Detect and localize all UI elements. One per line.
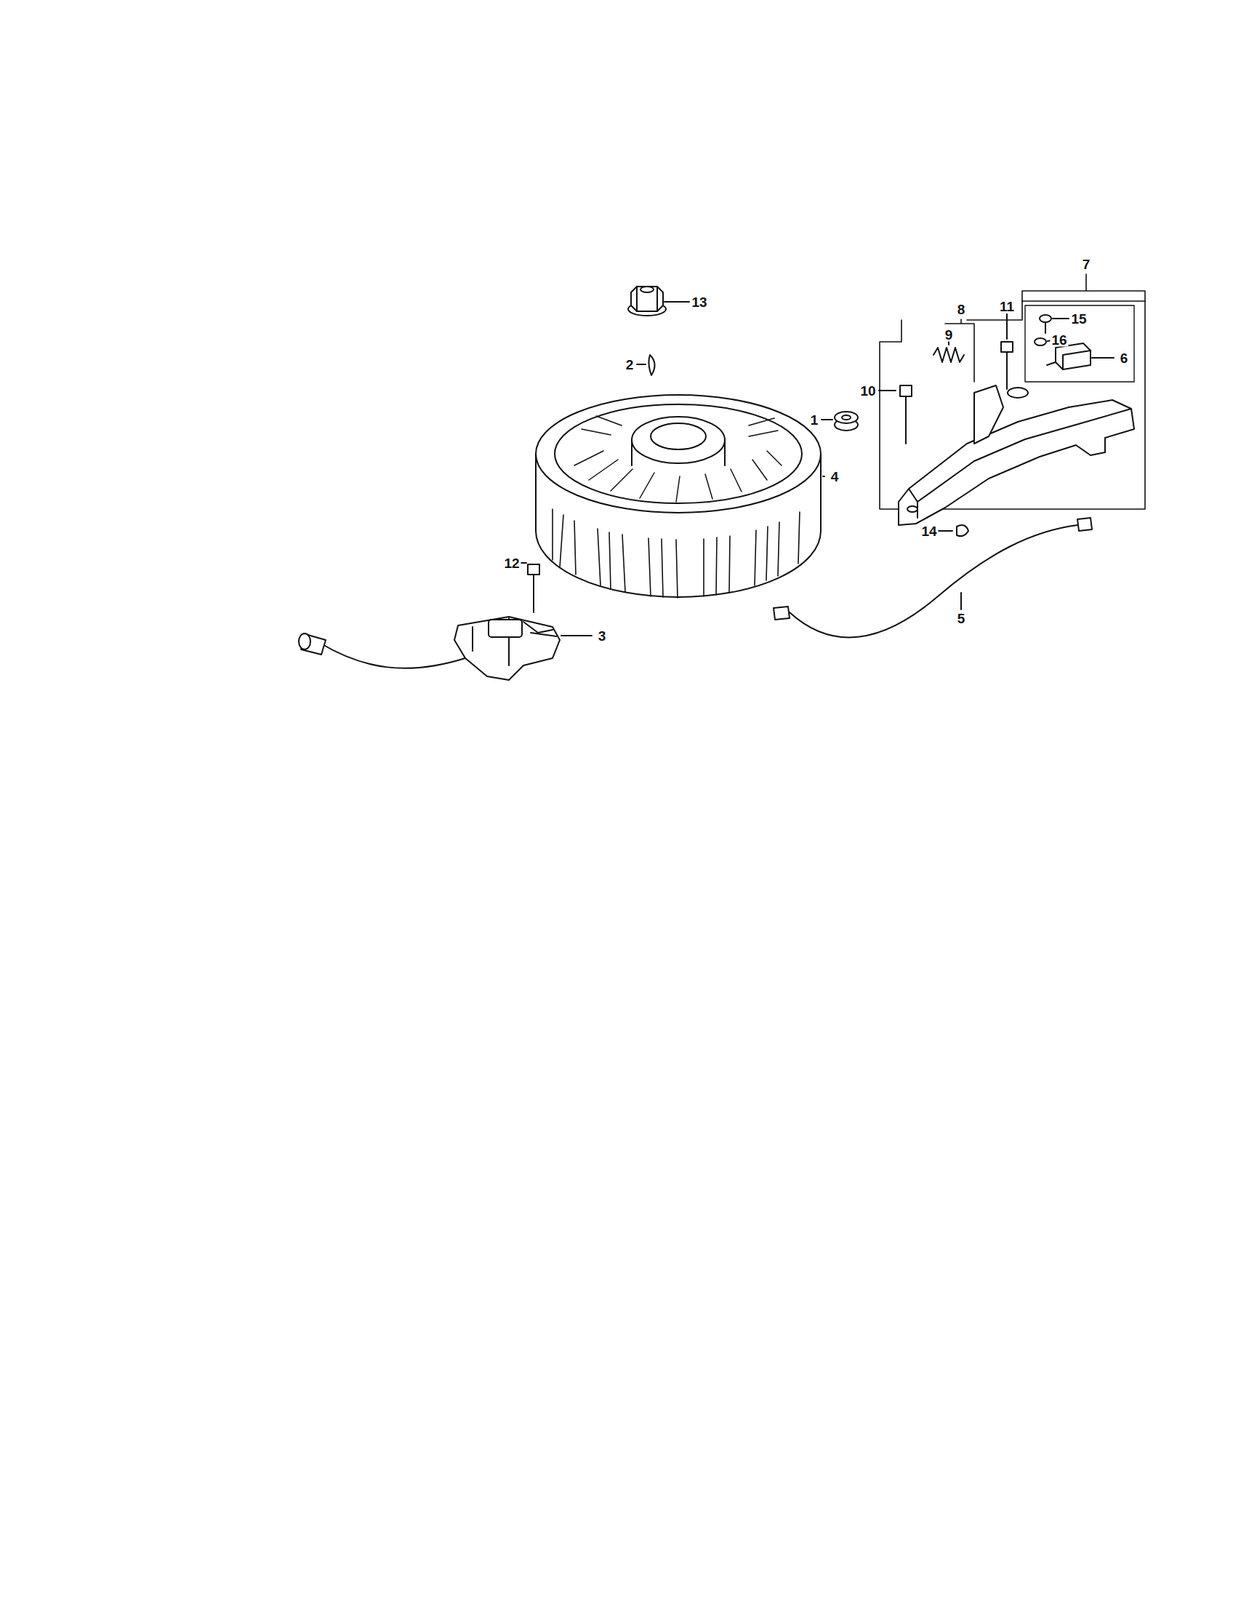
leader-line [821, 418, 833, 421]
callout-number: 12 [502, 556, 521, 570]
bolt [900, 385, 912, 444]
group-bracket [1025, 305, 1135, 382]
callout-number: 1 [809, 412, 821, 427]
callout-number: 5 [956, 611, 967, 626]
callout-number: 10 [858, 383, 877, 398]
leader-line [1006, 314, 1008, 339]
callout-number: 8 [956, 302, 967, 317]
wire-clamp [956, 524, 969, 536]
leader-line [878, 389, 896, 392]
group-bracket [1022, 274, 1146, 301]
spring [933, 347, 965, 363]
leader-line [822, 475, 825, 477]
callout-number: 4 [829, 469, 841, 484]
callout-number: 15 [1069, 311, 1088, 326]
callout-number: 13 [689, 295, 709, 309]
stop-wire [773, 517, 1092, 638]
control-bracket [898, 385, 1135, 525]
leader-line [937, 529, 953, 532]
leader-line [960, 592, 962, 610]
leader-line [664, 300, 690, 303]
flywheel [535, 394, 821, 598]
washer [1034, 338, 1047, 346]
leader-line [948, 341, 950, 345]
leader-line [561, 634, 592, 637]
grommet [834, 411, 858, 431]
ignition-coil [298, 616, 560, 680]
callout-number: 2 [624, 357, 636, 372]
callout-number: 11 [998, 299, 1016, 314]
switch [1046, 343, 1091, 370]
callout-number: 3 [596, 628, 608, 643]
leader-line [1052, 317, 1069, 320]
callout-number: 7 [1081, 257, 1092, 272]
woodruff-key [648, 354, 655, 376]
callout-number: 9 [943, 327, 955, 342]
screw [1039, 314, 1052, 333]
leader-line [636, 363, 646, 365]
bolt [1001, 341, 1013, 389]
bolt [527, 564, 540, 613]
callout-number: 6 [1118, 351, 1130, 365]
leader-line [1091, 356, 1114, 359]
leader-line [520, 561, 527, 564]
callout-number: 14 [919, 524, 938, 538]
flange-nut [628, 286, 666, 316]
callout-number: 16 [1049, 332, 1068, 347]
